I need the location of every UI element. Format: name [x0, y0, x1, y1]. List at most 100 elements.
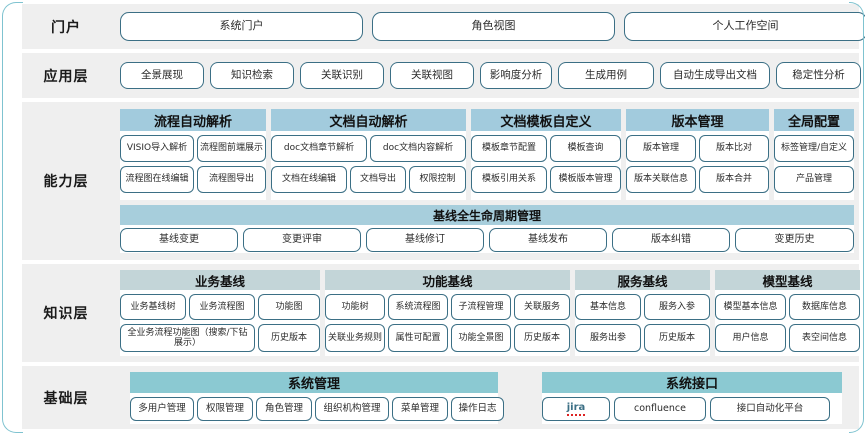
- capability-group-2-item-2[interactable]: 模板引用关系: [471, 166, 547, 193]
- knowledge-group-1-item-3[interactable]: 关联服务: [514, 294, 570, 320]
- capability-group-1-item-1[interactable]: doc文档内容解析: [370, 135, 466, 162]
- knowledge-group-2-title: 服务基线: [575, 270, 710, 290]
- layer-capability-body: 流程自动解析 VISIO导入解析 流程图前端展示 流程图在线编辑 流程图导出 文…: [110, 102, 859, 260]
- capability-lifecycle-item-0[interactable]: 基线变更: [120, 228, 238, 252]
- knowledge-group-3-item-2[interactable]: 用户信息: [715, 324, 786, 352]
- knowledge-group-1-item-5[interactable]: 属性可配置: [388, 324, 448, 352]
- knowledge-group-2-item-0[interactable]: 基本信息: [575, 294, 641, 320]
- layer-foundation-label: 基础层: [43, 390, 89, 407]
- layer-capability: 能力层 流程自动解析 VISIO导入解析 流程图前端展示 流程图在线编辑 流程图…: [22, 102, 859, 260]
- capability-group-1-item-0[interactable]: doc文档章节解析: [271, 135, 367, 162]
- portal-item-1[interactable]: 角色视图: [372, 12, 615, 41]
- foundation-group-1: 系统接口 jira confluence 接口自动化平台: [542, 372, 842, 424]
- capability-lifecycle-item-5[interactable]: 变更历史: [735, 228, 854, 252]
- knowledge-group-3-item-3[interactable]: 表空间信息: [789, 324, 860, 352]
- jira-logo-text: jira: [566, 402, 586, 417]
- layer-application: 应用层 全景展现 知识检索 关联识别 关联视图 影响度分析 生成用例 自动生成导…: [22, 53, 861, 98]
- foundation-group-1-item-0[interactable]: jira: [542, 397, 610, 421]
- capability-group-0-item-3[interactable]: 流程图导出: [197, 166, 266, 193]
- foundation-group-0-item-2[interactable]: 角色管理: [256, 397, 312, 421]
- knowledge-group-1-item-1[interactable]: 系统流程图: [388, 294, 448, 320]
- knowledge-group-0-item-1[interactable]: 业务流程图: [189, 294, 255, 320]
- capability-group-3-item-2[interactable]: 版本关联信息: [626, 166, 696, 193]
- capability-lifecycle-item-1[interactable]: 变更评审: [243, 228, 361, 252]
- knowledge-group-1-item-2[interactable]: 子流程管理: [451, 294, 511, 320]
- knowledge-group-1-item-6[interactable]: 功能全景图: [451, 324, 511, 352]
- foundation-group-0-item-3[interactable]: 组织机构管理: [315, 397, 389, 421]
- knowledge-group-3-item-0[interactable]: 模型基本信息: [715, 294, 786, 320]
- portal-item-0[interactable]: 系统门户: [120, 12, 363, 41]
- knowledge-group-1-item-4[interactable]: 关联业务规则: [325, 324, 385, 352]
- application-item-4[interactable]: 影响度分析: [480, 62, 552, 89]
- knowledge-group-1-item-7[interactable]: 历史版本: [514, 324, 570, 352]
- capability-group-3-item-3[interactable]: 版本合并: [699, 166, 769, 193]
- capability-group-0: 流程自动解析 VISIO导入解析 流程图前端展示 流程图在线编辑 流程图导出: [120, 109, 266, 200]
- knowledge-group-0-title: 业务基线: [120, 270, 320, 290]
- layer-capability-label: 能力层: [43, 174, 89, 190]
- foundation-group-0-item-5[interactable]: 操作日志: [451, 397, 504, 421]
- capability-group-2-item-1[interactable]: 模板查询: [550, 135, 621, 162]
- application-item-0[interactable]: 全景展现: [120, 62, 204, 89]
- foundation-group-1-item-1[interactable]: confluence: [614, 397, 706, 421]
- knowledge-group-0-item-0[interactable]: 业务基线树: [120, 294, 186, 320]
- foundation-group-0-item-1[interactable]: 权限管理: [197, 397, 253, 421]
- layer-application-label: 应用层: [43, 68, 89, 85]
- layer-foundation-body: 系统管理 多用户管理 权限管理 角色管理 组织机构管理 菜单管理 操作日志 系统…: [110, 366, 859, 429]
- capability-group-2-item-0[interactable]: 模板章节配置: [471, 135, 547, 162]
- foundation-group-0-item-4[interactable]: 菜单管理: [392, 397, 448, 421]
- knowledge-group-2-item-2[interactable]: 服务出参: [575, 324, 641, 352]
- capability-group-1-item-4[interactable]: 权限控制: [409, 166, 466, 193]
- capability-group-1-item-3[interactable]: 文档导出: [350, 166, 406, 193]
- capability-group-4-item-0[interactable]: 标签管理/自定义: [774, 135, 854, 162]
- capability-group-0-item-2[interactable]: 流程图在线编辑: [120, 166, 194, 193]
- portal-item-2[interactable]: 个人工作空间: [624, 12, 865, 41]
- application-item-3[interactable]: 关联视图: [390, 62, 474, 89]
- knowledge-group-3-item-1[interactable]: 数据库信息: [789, 294, 860, 320]
- application-item-7[interactable]: 稳定性分析: [776, 62, 861, 89]
- capability-lifecycle: 基线全生命周期管理 基线变更 变更评审 基线修订 基线发布 版本纠错 变更历史: [120, 205, 854, 253]
- layer-portal-label: 门户: [51, 19, 81, 36]
- knowledge-group-3: 模型基线 模型基本信息 数据库信息 用户信息 表空间信息: [715, 270, 860, 356]
- knowledge-group-0-item-3[interactable]: 全业务流程功能图（搜索/下钻展示）: [120, 324, 255, 352]
- application-item-2[interactable]: 关联识别: [300, 62, 384, 89]
- capability-group-0-item-0[interactable]: VISIO导入解析: [120, 135, 194, 162]
- capability-group-2-title: 文档模板自定义: [471, 109, 621, 131]
- foundation-group-0: 系统管理 多用户管理 权限管理 角色管理 组织机构管理 菜单管理 操作日志: [130, 372, 504, 424]
- foundation-group-1-item-2[interactable]: 接口自动化平台: [710, 397, 830, 421]
- capability-group-1-title: 文档自动解析: [271, 109, 466, 131]
- layer-foundation: 基础层 系统管理 多用户管理 权限管理 角色管理 组织机构管理 菜单管理 操作日…: [22, 366, 859, 429]
- knowledge-group-1-item-0[interactable]: 功能树: [325, 294, 385, 320]
- capability-group-2-item-3[interactable]: 模板版本管理: [550, 166, 621, 193]
- capability-lifecycle-item-3[interactable]: 基线发布: [489, 228, 607, 252]
- capability-lifecycle-title: 基线全生命周期管理: [120, 205, 854, 225]
- foundation-group-0-item-0[interactable]: 多用户管理: [130, 397, 194, 421]
- application-item-1[interactable]: 知识检索: [210, 62, 294, 89]
- capability-group-1: 文档自动解析 doc文档章节解析 doc文档内容解析 文档在线编辑 文档导出 权…: [271, 109, 466, 200]
- right-bracket-decoration: [849, 2, 864, 433]
- capability-group-4-item-1[interactable]: 产品管理: [774, 166, 854, 193]
- foundation-group-0-title: 系统管理: [130, 372, 498, 393]
- capability-group-4-title: 全局配置: [774, 109, 854, 131]
- capability-group-3-item-1[interactable]: 版本比对: [699, 135, 769, 162]
- layer-knowledge: 知识层 业务基线 业务基线树 业务流程图 功能图 全业务流程功能图（搜索/下钻展…: [22, 264, 860, 362]
- capability-group-3-title: 版本管理: [626, 109, 769, 131]
- capability-lifecycle-item-4[interactable]: 版本纠错: [612, 228, 730, 252]
- capability-group-3: 版本管理 版本管理 版本比对 版本关联信息 版本合并: [626, 109, 769, 200]
- knowledge-group-0-item-2[interactable]: 功能图: [258, 294, 320, 320]
- application-item-5[interactable]: 生成用例: [558, 62, 654, 89]
- capability-group-0-item-1[interactable]: 流程图前端展示: [197, 135, 266, 162]
- capability-lifecycle-item-2[interactable]: 基线修订: [366, 228, 484, 252]
- capability-group-3-item-0[interactable]: 版本管理: [626, 135, 696, 162]
- knowledge-group-2: 服务基线 基本信息 服务入参 服务出参 历史版本: [575, 270, 710, 356]
- foundation-group-1-title: 系统接口: [542, 372, 842, 393]
- layer-portal-body: 系统门户 角色视图 个人工作空间: [110, 4, 865, 49]
- capability-group-0-title: 流程自动解析: [120, 109, 266, 131]
- knowledge-group-2-item-1[interactable]: 服务入参: [644, 294, 710, 320]
- application-item-6[interactable]: 自动生成导出文档: [660, 62, 770, 89]
- layer-knowledge-body: 业务基线 业务基线树 业务流程图 功能图 全业务流程功能图（搜索/下钻展示） 历…: [110, 264, 860, 362]
- knowledge-group-2-item-3[interactable]: 历史版本: [644, 324, 710, 352]
- left-bracket-decoration: [2, 2, 23, 433]
- knowledge-group-0-item-4[interactable]: 历史版本: [258, 324, 320, 352]
- capability-group-1-item-2[interactable]: 文档在线编辑: [271, 166, 347, 193]
- knowledge-group-0: 业务基线 业务基线树 业务流程图 功能图 全业务流程功能图（搜索/下钻展示） 历…: [120, 270, 320, 356]
